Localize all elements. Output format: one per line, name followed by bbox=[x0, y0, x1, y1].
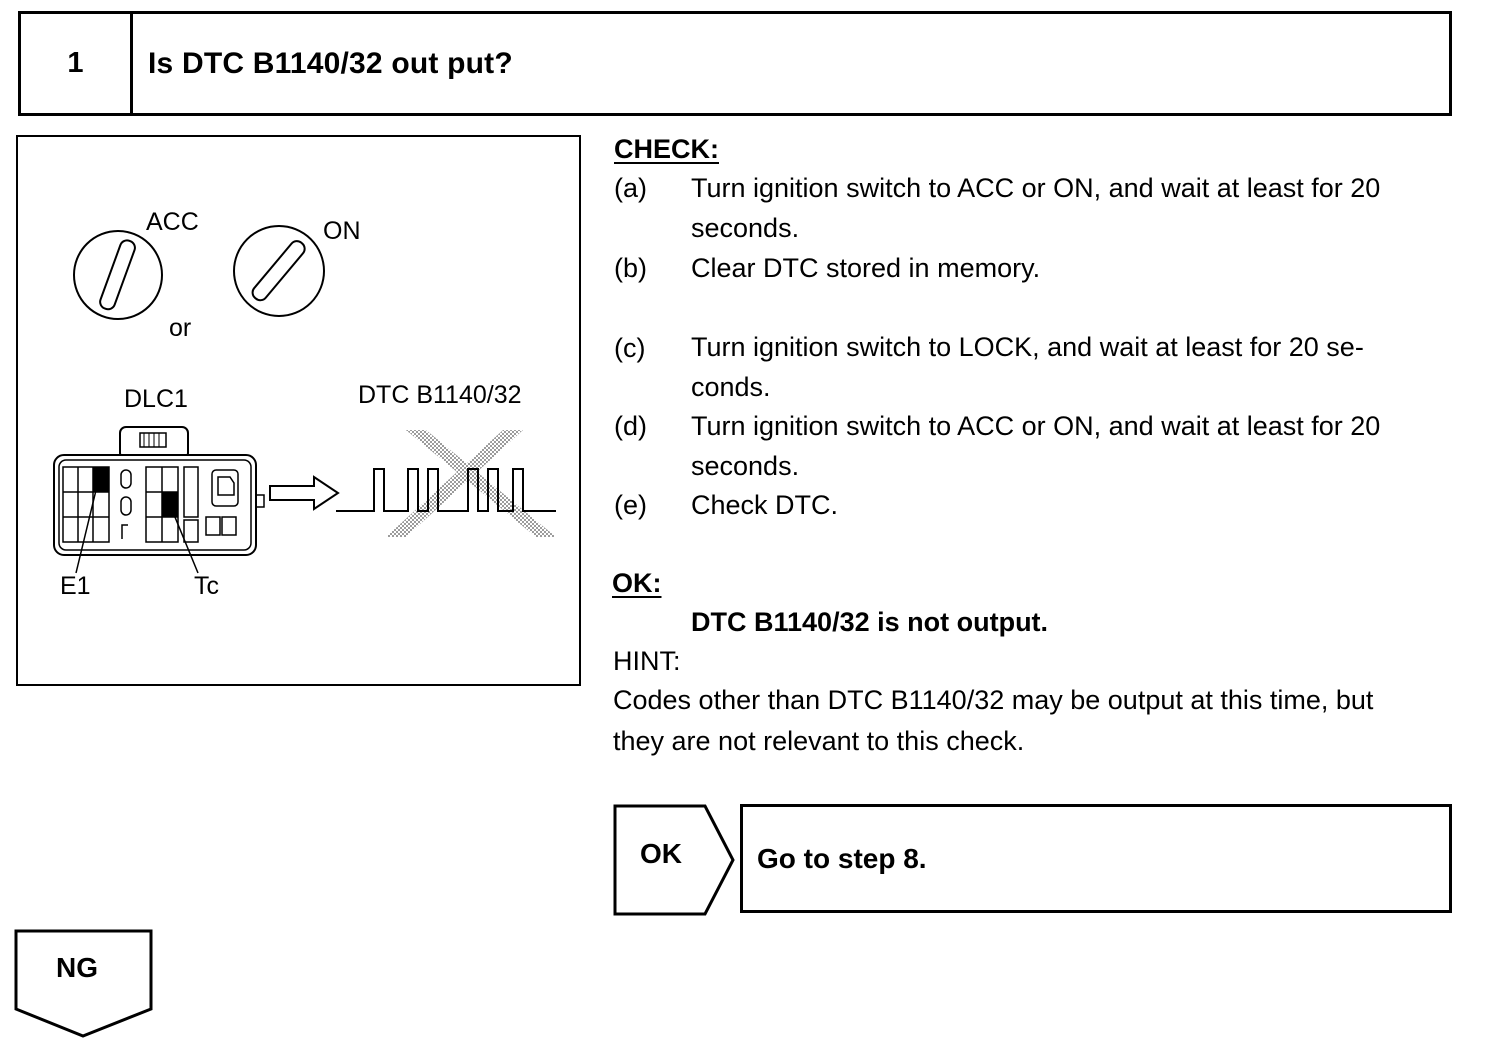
acc-key-icon bbox=[73, 230, 163, 320]
check-item-b-letter: (b) bbox=[614, 253, 647, 283]
tc-label: Tc bbox=[194, 572, 219, 600]
ng-tag-icon bbox=[14, 929, 153, 1038]
check-item-a-letter: (a) bbox=[614, 173, 647, 203]
dlc-illustration: ACC ON or DLC1 DTC B1140/32 E1 Tc bbox=[16, 135, 581, 686]
dlc-label: DLC1 bbox=[124, 385, 188, 413]
step-question: Is DTC B1140/32 out put? bbox=[148, 46, 513, 80]
illustration-svg: ACC ON or DLC1 DTC B1140/32 E1 Tc bbox=[53, 208, 556, 600]
check-item-d-line2: seconds. bbox=[691, 451, 800, 481]
crossed-waveform-icon bbox=[336, 430, 556, 537]
check-item-a-line1: Turn ignition switch to ACC or ON, and w… bbox=[691, 173, 1381, 203]
on-key-icon bbox=[233, 225, 325, 317]
goto-step-text: Go to step 8. bbox=[757, 842, 927, 874]
dlc1-connector-icon bbox=[53, 426, 265, 574]
check-item-d-line1: Turn ignition switch to ACC or ON, and w… bbox=[691, 411, 1381, 441]
check-item-b-line1: Clear DTC stored in memory. bbox=[691, 253, 1041, 283]
step-header: 1 Is DTC B1140/32 out put? bbox=[18, 11, 1452, 116]
check-item-c-line1: Turn ignition switch to LOCK, and wait a… bbox=[691, 332, 1364, 362]
check-item-e-line1: Check DTC. bbox=[691, 490, 839, 520]
acc-label: ACC bbox=[146, 208, 199, 236]
ok-label: OK bbox=[640, 838, 682, 869]
ng-label: NG bbox=[56, 952, 98, 983]
step-number: 1 bbox=[21, 14, 133, 113]
check-item-c-line2: conds. bbox=[691, 372, 771, 402]
goto-step-box[interactable]: Go to step 8. bbox=[740, 804, 1452, 913]
or-label: or bbox=[169, 314, 191, 342]
check-item-a-line2: seconds. bbox=[691, 213, 800, 243]
check-heading: CHECK: bbox=[614, 134, 719, 164]
ok-tag-icon bbox=[613, 804, 735, 916]
arrow-right-icon bbox=[269, 475, 340, 511]
hint-line2: they are not relevant to this check. bbox=[613, 726, 1025, 756]
check-item-e-letter: (e) bbox=[614, 490, 647, 520]
hint-label: HINT: bbox=[613, 646, 681, 676]
on-label: ON bbox=[323, 217, 361, 245]
ok-heading: OK: bbox=[612, 568, 662, 598]
e1-label: E1 bbox=[60, 572, 91, 600]
ok-result: DTC B1140/32 is not output. bbox=[691, 607, 1049, 637]
hint-line1: Codes other than DTC B1140/32 may be out… bbox=[613, 685, 1374, 715]
check-item-d-letter: (d) bbox=[614, 411, 647, 441]
dtc-label: DTC B1140/32 bbox=[358, 381, 522, 409]
check-item-c-letter: (c) bbox=[614, 333, 646, 363]
